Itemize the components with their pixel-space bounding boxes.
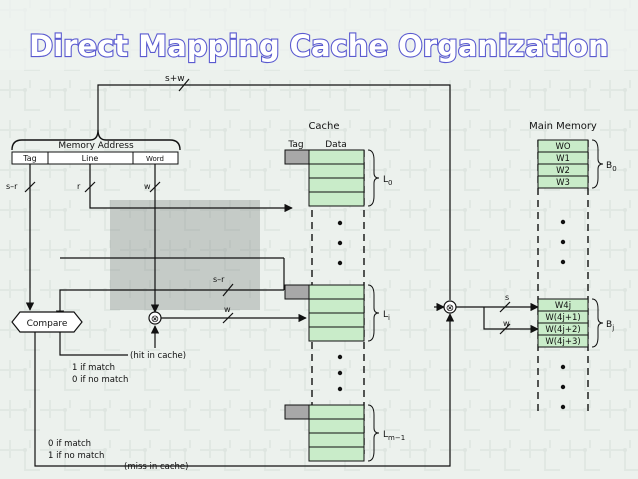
tag-field-label: Tag — [22, 154, 37, 163]
memory-dot — [560, 384, 566, 390]
w-3-label: w — [503, 319, 510, 328]
cache-dot — [337, 386, 343, 392]
r-tick — [84, 181, 96, 193]
xor-memory-symbol: ⊗ — [446, 303, 454, 314]
s-plus-w-label: s+w — [165, 74, 185, 84]
brace-B0 — [591, 139, 604, 189]
s-minus-r-2-tick — [222, 283, 234, 297]
cache-dot — [337, 240, 343, 246]
cache-tag-Lm — [284, 404, 310, 420]
cache-title: Cache — [308, 121, 339, 132]
line-field-label: Line — [82, 154, 99, 163]
word-W3: W3 — [556, 178, 570, 188]
memory-dot — [560, 404, 566, 410]
brace-L0 — [367, 149, 380, 207]
w-tick — [149, 181, 161, 193]
cache-dot — [337, 260, 343, 266]
memory-dot — [560, 259, 566, 265]
cache-line-Li — [284, 284, 365, 342]
title-band — [0, 0, 638, 70]
main-memory-title: Main Memory — [529, 121, 597, 132]
s-minus-r-label: s–r — [6, 182, 18, 191]
line-to-cache-line — [89, 164, 293, 213]
zero-if-match-label: 0 if match — [48, 439, 91, 449]
word-W1: W1 — [556, 154, 570, 164]
word-W4j: W4j — [555, 301, 571, 311]
brace-Bj — [591, 298, 604, 348]
memory-address-brace — [11, 129, 181, 151]
word-W4j3: W(4j+3) — [545, 337, 580, 347]
cache-dot — [337, 354, 343, 360]
brace-Lm — [367, 404, 380, 462]
cache-dot — [337, 370, 343, 376]
label-Lm: Lm−1 — [383, 430, 405, 442]
word-W4j2: W(4j+2) — [545, 325, 580, 335]
memory-address-label: Memory Address — [58, 141, 134, 151]
label-Bj: Bj — [606, 320, 614, 332]
word-W2: W2 — [556, 166, 570, 176]
page-title: Direct Mapping Cache Organization — [29, 29, 609, 63]
address-top-line — [97, 84, 451, 300]
cache-tag-header: Tag — [287, 140, 303, 150]
brace-Li — [367, 284, 380, 342]
memory-dot — [560, 219, 566, 225]
chip-shadow — [110, 200, 260, 310]
cache-tag-L0 — [284, 149, 310, 165]
cache-dot — [337, 220, 343, 226]
w-2-tick — [222, 312, 234, 324]
compare-box — [11, 311, 83, 333]
label-B0: B0 — [606, 161, 617, 173]
memory-block-j: W4j W(4j+1) W(4j+2) W(4j+3) — [537, 298, 589, 348]
s-minus-r-2-label: s–r — [213, 275, 225, 284]
word-W0: WO — [555, 142, 570, 152]
cache-line-L0 — [284, 149, 365, 207]
s-plus-w-tick — [178, 78, 190, 92]
memory-block-0: WO W1 W2 W3 — [537, 139, 589, 189]
compare-label: Compare — [27, 319, 68, 329]
label-Li: Li — [383, 310, 390, 322]
hit-line — [59, 332, 128, 356]
cache-tag-Li — [284, 284, 310, 300]
zero-if-no-match-label: 0 if no match — [72, 375, 128, 385]
cache-data-header: Data — [325, 140, 347, 150]
hit-label: (hit in cache) — [130, 351, 186, 361]
xor-cache-symbol: ⊗ — [151, 314, 159, 325]
s-minus-r-tick — [24, 181, 36, 193]
w-label: w — [144, 182, 151, 191]
miss-label: (miss in cache) — [124, 462, 188, 472]
s-label: s — [505, 293, 509, 302]
w-3-tick — [499, 323, 511, 335]
w-2-label: w — [224, 305, 231, 314]
s-tick — [499, 301, 511, 313]
word-select-line — [483, 307, 539, 334]
cache-line-Lm — [284, 404, 365, 462]
cache-tag-to-compare-line — [55, 289, 284, 319]
label-L0: L0 — [383, 175, 392, 187]
r-label: r — [77, 182, 81, 191]
word-W4j1: W(4j+1) — [545, 313, 580, 323]
one-if-no-match-label: 1 if no match — [48, 451, 104, 461]
memory-dot — [560, 239, 566, 245]
one-if-match-label: 1 if match — [72, 363, 115, 373]
memory-dot — [560, 364, 566, 370]
word-field-label: Word — [146, 155, 164, 163]
miss-line — [34, 313, 455, 467]
